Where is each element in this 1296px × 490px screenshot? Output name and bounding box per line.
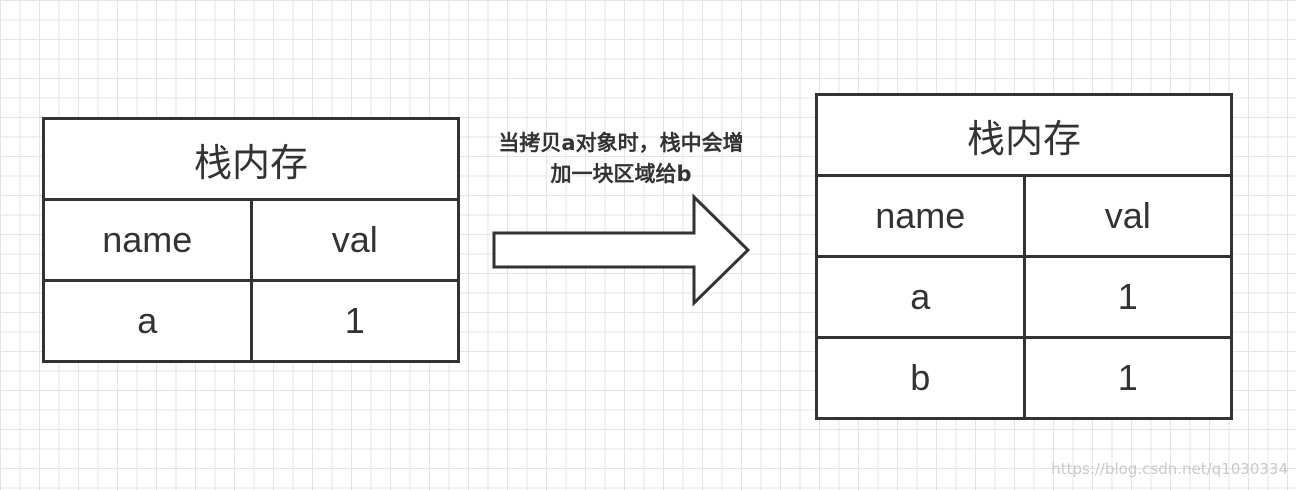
right-header-val: val — [1022, 177, 1231, 255]
right-row-a: a 1 — [818, 258, 1230, 339]
left-stack-title: 栈内存 — [45, 120, 457, 201]
right-row-a-name: a — [910, 276, 931, 317]
right-header-row: name val — [818, 177, 1230, 258]
right-row-b-val: 1 — [1022, 339, 1231, 417]
right-stack-title: 栈内存 — [818, 96, 1230, 177]
right-row-a-val: 1 — [1022, 258, 1231, 336]
right-row-b: b 1 — [818, 339, 1230, 417]
watermark: https://blog.csdn.net/q1030334 — [1051, 460, 1288, 478]
right-header-name: name — [875, 195, 966, 236]
left-row-a-name: a — [137, 300, 158, 341]
arrow-caption-line1: 当拷贝a对象时，栈中会增 — [498, 131, 744, 155]
left-header-val: val — [249, 201, 458, 279]
left-stack-table: 栈内存 name val a 1 — [42, 117, 460, 363]
right-stack-table: 栈内存 name val a 1 b 1 — [815, 93, 1233, 420]
left-header-name: name — [102, 219, 193, 260]
right-arrow-icon — [492, 193, 751, 307]
left-row-a: a 1 — [45, 282, 457, 360]
right-row-b-name: b — [910, 357, 931, 398]
arrow-caption: 当拷贝a对象时，栈中会增 加一块区域给b — [466, 128, 776, 190]
left-row-a-val: 1 — [249, 282, 458, 360]
arrow-caption-line2: 加一块区域给b — [550, 162, 692, 186]
left-header-row: name val — [45, 201, 457, 282]
